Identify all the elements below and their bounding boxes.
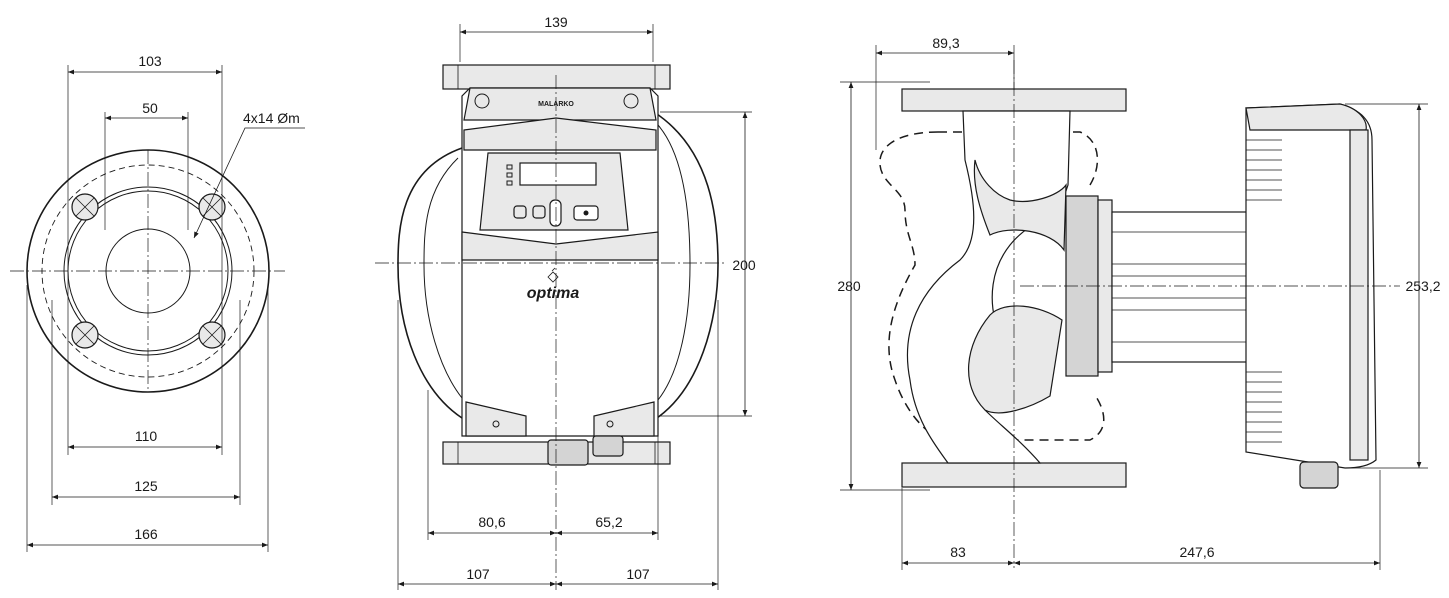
side-cable-gland	[1299, 461, 1339, 489]
front-view: MALARKO optima	[375, 14, 756, 590]
dim-107-right: 107	[626, 566, 650, 582]
dim-107-left: 107	[466, 566, 490, 582]
dim-247-6: 247,6	[1179, 544, 1214, 560]
flange-view: 103 50 4x14 Øm 110 125 166	[10, 53, 305, 552]
bottom-cover-left	[465, 401, 527, 437]
cable-gland-left	[547, 439, 589, 466]
electronics-top	[1245, 103, 1367, 131]
control-box-top	[463, 87, 657, 121]
cooling-fins	[1246, 139, 1282, 443]
screw-top-left	[474, 93, 490, 109]
dim-65-2: 65,2	[595, 514, 622, 530]
side-view: 89,3 280 253,2 83 247,6	[837, 35, 1441, 570]
housing-inlet	[973, 159, 1067, 252]
volute-right	[653, 111, 719, 421]
dim-139: 139	[544, 14, 568, 30]
cable-gland-right	[592, 435, 624, 457]
buttons	[513, 199, 599, 227]
dim-253-2: 253,2	[1405, 278, 1440, 294]
dim-89-3: 89,3	[932, 35, 959, 51]
electronics-cover	[1349, 129, 1369, 461]
side-extension-lines	[840, 45, 1428, 570]
dim-bolt-holes: 4x14 Øm	[243, 110, 300, 126]
screw-top-right	[623, 93, 639, 109]
display-screen	[519, 162, 597, 186]
bolt-hole-leader	[193, 127, 305, 239]
dim-103: 103	[138, 53, 162, 69]
dim-200: 200	[732, 257, 756, 273]
control-band	[463, 117, 657, 151]
dim-166: 166	[134, 526, 158, 542]
dim-110: 110	[135, 428, 158, 444]
dim-80-6: 80,6	[478, 514, 505, 530]
dim-50: 50	[142, 100, 158, 116]
control-chevron	[461, 231, 659, 261]
volute-right-inner	[657, 124, 691, 401]
front-extension-lines	[397, 24, 752, 590]
dim-280: 280	[837, 278, 861, 294]
front-top-flange	[442, 64, 671, 90]
dim-125: 125	[134, 478, 158, 494]
brand-logo: optima	[527, 285, 580, 302]
flange-extension-lines	[26, 65, 269, 552]
volute-left-inner	[423, 157, 463, 399]
volute-left	[397, 147, 463, 419]
casing-dashed-outline	[879, 131, 1105, 441]
housing-outlet	[967, 305, 1063, 414]
dim-83: 83	[950, 544, 966, 560]
pump-housing	[906, 110, 1071, 464]
